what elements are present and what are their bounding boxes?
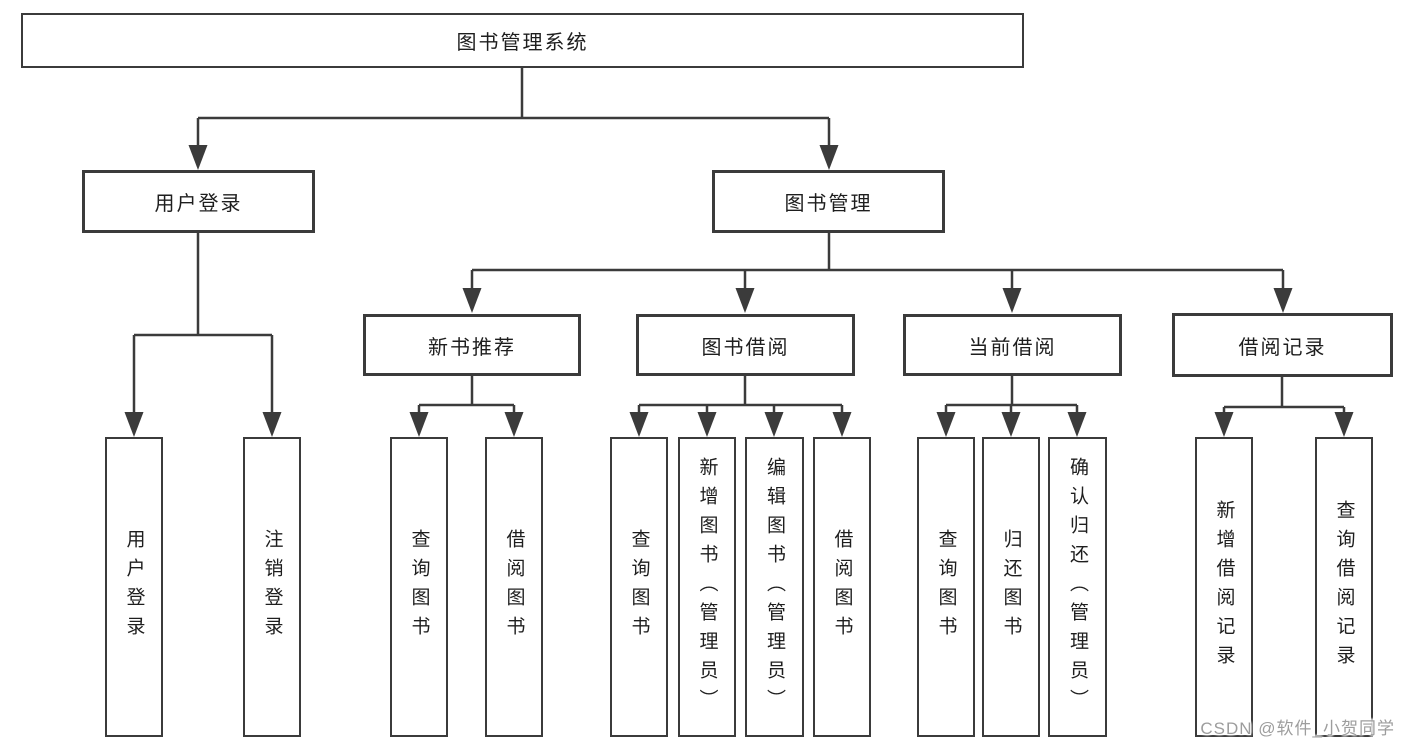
node-label: 新增借阅记录 [1213, 500, 1235, 674]
node-label: 归还图书 [1000, 529, 1022, 645]
leaf-query-borrow-record: 查询借阅记录 [1315, 437, 1373, 737]
leaf-add-borrow-record: 新增借阅记录 [1195, 437, 1253, 737]
connector-borrow-record-children [1222, 377, 1346, 433]
node-label: 编辑图书（管理员） [764, 456, 785, 718]
node-label: 用户登录 [154, 193, 243, 215]
leaf-query-book-recommend: 查询图书 [390, 437, 448, 737]
leaf-edit-book-admin: 编辑图书（管理员） [745, 437, 804, 737]
arrowheads [124, 145, 1354, 437]
node-label: 查询图书 [408, 529, 430, 645]
node-current-borrowing: 当前借阅 [903, 314, 1122, 376]
node-label: 图书借阅 [701, 336, 790, 359]
connector-book-borrow-children [637, 376, 844, 433]
node-label: 用户登录 [123, 529, 145, 645]
node-label: 注销登录 [261, 529, 283, 645]
node-label: 图书管理系统 [456, 32, 589, 54]
node-user-login: 用户登录 [82, 170, 315, 233]
csdn-watermark: CSDN @软件_小贺同学 [1200, 719, 1395, 738]
node-label: 借阅图书 [503, 529, 525, 645]
leaf-borrow-book-recommend: 借阅图书 [485, 437, 543, 737]
node-label: 新增图书（管理员） [696, 456, 718, 718]
node-library-management-system: 图书管理系统 [21, 13, 1024, 68]
node-label: 查询借阅记录 [1333, 500, 1355, 674]
connector-new-book-children [417, 376, 516, 433]
node-label: 借阅记录 [1238, 336, 1327, 359]
node-label: 新书推荐 [428, 336, 516, 359]
leaf-logout: 注销登录 [243, 437, 301, 737]
leaf-query-book-borrow: 查询图书 [610, 437, 668, 737]
leaf-add-book-admin: 新增图书（管理员） [678, 437, 736, 737]
leaf-confirm-return-admin: 确认归还（管理员） [1048, 437, 1107, 737]
node-label: 查询图书 [935, 529, 957, 645]
node-label: 查询图书 [628, 529, 650, 645]
leaf-user-login: 用户登录 [105, 437, 163, 737]
node-book-management: 图书管理 [712, 170, 945, 233]
leaf-return-book: 归还图书 [982, 437, 1040, 737]
leaf-query-book-current: 查询图书 [917, 437, 975, 737]
node-label: 图书管理 [784, 193, 873, 215]
connector-root-to-level2 [196, 68, 831, 166]
node-borrowing-records: 借阅记录 [1172, 313, 1393, 377]
node-book-borrowing: 图书借阅 [636, 314, 855, 376]
connector-user-login-children [132, 233, 274, 433]
node-new-book-recommendation: 新书推荐 [363, 314, 581, 376]
leaf-borrow-book: 借阅图书 [813, 437, 871, 737]
connector-book-management-to-level3 [470, 233, 1285, 309]
node-label: 确认归还（管理员） [1067, 456, 1088, 718]
node-label: 借阅图书 [831, 529, 853, 645]
node-label: 当前借阅 [968, 336, 1057, 359]
